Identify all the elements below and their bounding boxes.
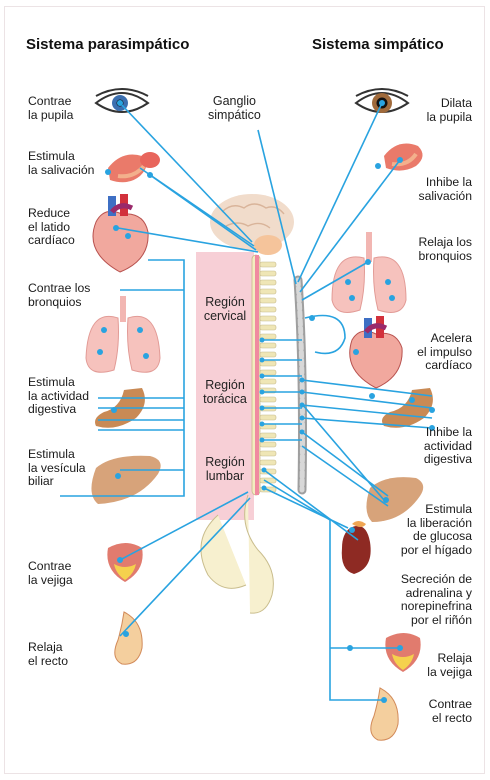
- vertebra: [260, 442, 276, 447]
- left-label-heart: Reduce el latido cardíaco: [28, 207, 75, 248]
- vertebra: [260, 460, 276, 465]
- vertebra: [260, 379, 276, 384]
- rectum-right-illustration: [371, 688, 398, 740]
- vertebra: [260, 325, 276, 330]
- title-parasympathetic: Sistema parasimpático: [26, 36, 189, 53]
- heart-left-illustration: [93, 194, 148, 272]
- region-thoracic-label: Región torácica: [198, 378, 252, 406]
- ganglion-chain: [298, 280, 303, 490]
- right-label-bladder: Relaja la vejiga: [427, 652, 472, 679]
- vertebra: [260, 316, 276, 321]
- vertebra: [260, 262, 276, 267]
- vertebra: [260, 352, 276, 357]
- left-label-bladder: Contrae la vejiga: [28, 560, 73, 587]
- right-label-adrenaline: Secreción de adrenalina y norepinefrina …: [401, 573, 472, 627]
- left-label-digestion: Estimula la actividad digestiva: [28, 376, 89, 417]
- right-label-rectum: Contrae el recto: [429, 698, 472, 725]
- left-label-gallbladder: Estimula la vesícula biliar: [28, 448, 86, 489]
- vertebra: [260, 307, 276, 312]
- vertebra: [260, 397, 276, 402]
- bladder-left-illustration: [107, 543, 142, 582]
- left-label-bronchi: Contrae los bronquios: [28, 282, 90, 309]
- vertebra: [260, 415, 276, 420]
- vertebra: [260, 271, 276, 276]
- bladder-right-illustration: [385, 633, 420, 672]
- right-label-digestion: Inhibe la actividad digestiva: [424, 426, 472, 467]
- right-label-glucose: Estimula la liberación de glucosa por el…: [401, 503, 472, 557]
- left-label-pupil: Contrae la pupila: [28, 95, 73, 122]
- vertebra: [260, 343, 276, 348]
- rectum-left-illustration: [115, 612, 142, 664]
- title-sympathetic: Sistema simpático: [312, 36, 444, 53]
- right-label-saliva: Inhibe la salivación: [418, 176, 472, 203]
- vertebra: [260, 433, 276, 438]
- right-label-pupil: Dilata la pupila: [427, 97, 472, 124]
- region-cervical-label: Región cervical: [198, 295, 252, 323]
- salivary-gland-left-illustration: [108, 152, 160, 182]
- lungs-left-illustration: [86, 296, 160, 372]
- region-lumbar-label: Región lumbar: [198, 455, 252, 483]
- salivary-gland-right-illustration: [384, 144, 423, 171]
- eye-left-illustration: [96, 89, 148, 112]
- right-label-bronchi: Relaja los bronquios: [418, 236, 472, 263]
- vertebra: [260, 451, 276, 456]
- left-label-saliva: Estimula la salivación: [28, 150, 94, 177]
- left-label-rectum: Relaja el recto: [28, 641, 68, 668]
- vertebra: [260, 298, 276, 303]
- vertebra: [260, 280, 276, 285]
- right-label-heart: Acelera el impulso cardíaco: [417, 332, 472, 373]
- kidney-illustration: [342, 521, 371, 574]
- vertebra: [260, 289, 276, 294]
- ganglion-label: Ganglio simpático: [208, 94, 261, 122]
- lungs-right-illustration: [332, 232, 406, 312]
